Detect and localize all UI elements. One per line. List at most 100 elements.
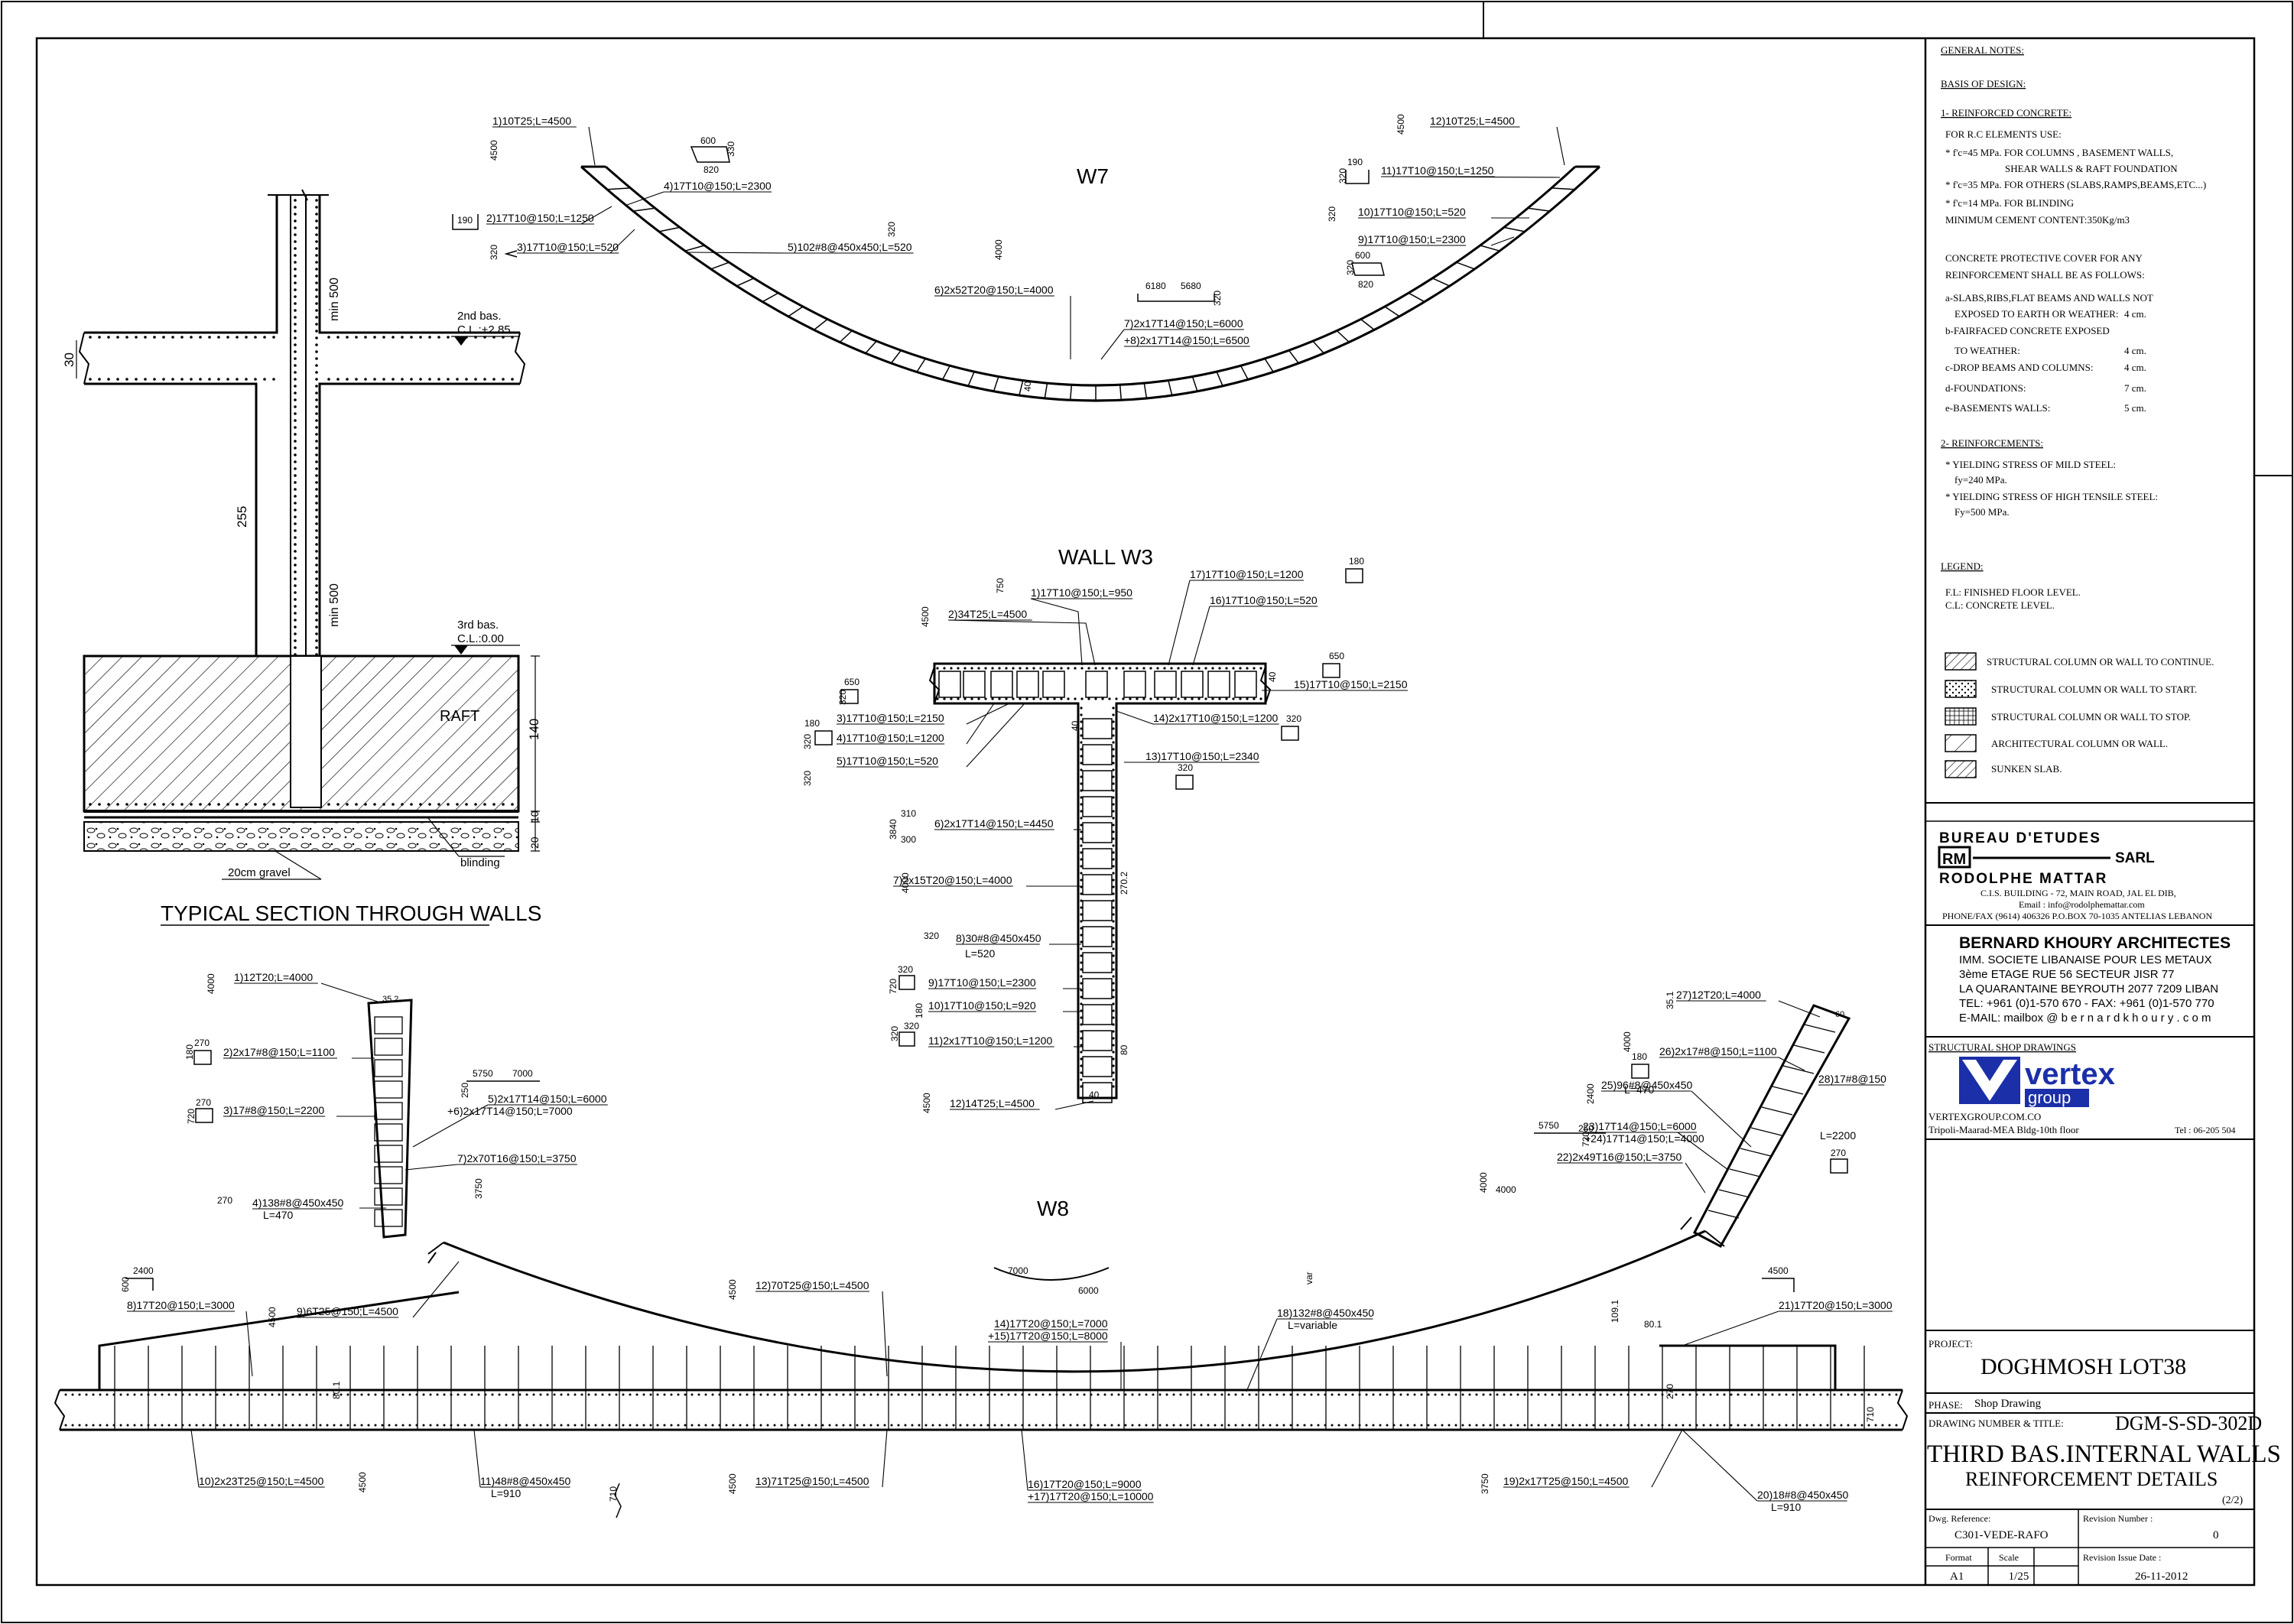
rebar-label: 16)17T10@150;L=520 bbox=[1210, 594, 1318, 606]
dim-label: 35.2 bbox=[382, 995, 398, 1004]
hatch-continue-swatch bbox=[1945, 652, 1977, 671]
vertex-address: Tripoli-Maarad-MEA Bldg-10th floor bbox=[1928, 1124, 2079, 1135]
dim-label: 180 bbox=[804, 718, 820, 729]
dim-label: 750 bbox=[995, 578, 1006, 593]
level-3rd-cl: C.L.:0.00 bbox=[457, 632, 504, 645]
dim-label: 320 bbox=[1212, 291, 1223, 306]
sarl-label: SARL bbox=[2115, 850, 2155, 866]
dim-label: 4000 bbox=[1622, 1031, 1633, 1052]
rebar-label: 7)2x70T16@150;L=3750 bbox=[457, 1152, 577, 1164]
dim-label: 40 bbox=[1089, 1090, 1100, 1100]
dim-label: var bbox=[1304, 1272, 1314, 1285]
vertex-website: VERTEXGROUP.COM.CO bbox=[1928, 1111, 2041, 1122]
rebar-label: +6)2x17T14@150;L=7000 bbox=[447, 1105, 573, 1117]
dim-10: 10 bbox=[528, 810, 541, 823]
rebar-label: L=910 bbox=[491, 1487, 522, 1499]
dim-label: 80.1 bbox=[1644, 1319, 1662, 1330]
dim-label: 80 bbox=[1119, 1044, 1129, 1055]
wall-w3: WALL W3 1)17T10@150;L=9502)34T25;L=45001… bbox=[802, 545, 1408, 1113]
rebar-label: +8)2x17T14@150;L=6500 bbox=[1124, 334, 1249, 346]
rebar-label: 22)2x49T16@150;L=3750 bbox=[1557, 1151, 1682, 1163]
rebar-label: 13)17T10@150;L=2340 bbox=[1145, 750, 1259, 762]
hatch-sunken-swatch bbox=[1945, 760, 1977, 778]
rebar-label: 19)2x17T25@150;L=4500 bbox=[1503, 1475, 1628, 1487]
w7-bar-labels: 1)10T25;L=45002)17T10@150;L=12503)17T10@… bbox=[452, 114, 1565, 391]
reinf-line: fy=240 MPa. bbox=[1954, 474, 2007, 486]
format-label: Format bbox=[1945, 1552, 1972, 1563]
vertex-tel: Tel : 06-205 504 bbox=[2175, 1125, 2235, 1135]
dim-label: 320 bbox=[489, 245, 499, 260]
dim-label: 250 bbox=[1578, 1123, 1594, 1134]
dim-label: 310 bbox=[901, 808, 916, 819]
dim-label: 720 bbox=[186, 1109, 197, 1124]
engineer-name: RODOLPHE MATTAR bbox=[1939, 871, 2107, 887]
rebar-label: 15)17T10@150;L=2150 bbox=[1294, 678, 1408, 690]
rc-line: * f'c=45 MPa. FOR COLUMNS , BASEMENT WAL… bbox=[1945, 147, 2173, 158]
reinf-line: * YIELDING STRESS OF HIGH TENSILE STEEL: bbox=[1945, 491, 2158, 502]
dim-label: 320 bbox=[837, 690, 848, 705]
revision-label: Revision Number : bbox=[2083, 1513, 2153, 1524]
cover-item: EXPOSED TO EARTH OR WEATHER: bbox=[1954, 308, 2118, 320]
dim-label: 320 bbox=[886, 222, 897, 237]
hatch-start-swatch bbox=[1945, 680, 1977, 698]
dim-label: 180 bbox=[1349, 556, 1364, 567]
legend-line: F.L: FINISHED FLOOR LEVEL. bbox=[1945, 586, 2081, 598]
engineer-email: Email : info@rodolphemattar.com bbox=[2019, 899, 2145, 910]
dim-label: 35.1 bbox=[1665, 991, 1675, 1009]
basis-heading: BASIS OF DESIGN: bbox=[1941, 78, 2026, 89]
dim-label: 650 bbox=[1329, 651, 1344, 661]
rebar-label: 2)17T10@150;L=1250 bbox=[486, 212, 594, 224]
architect-line: LA QUARANTAINE BEYROUTH 2077 7209 LIBAN bbox=[1959, 983, 2218, 996]
cover-value: 5 cm. bbox=[2124, 402, 2146, 414]
dim-label: 80.1 bbox=[331, 1381, 342, 1399]
rebar-label: 5)2x17T14@150;L=6000 bbox=[488, 1093, 607, 1105]
rc-line: MINIMUM CEMENT CONTENT:350Kg/m3 bbox=[1945, 214, 2130, 226]
rc-line: FOR R.C ELEMENTS USE: bbox=[1945, 128, 2062, 140]
dim-label: 4000 bbox=[993, 239, 1004, 260]
dim-label: 190 bbox=[457, 215, 473, 226]
dim-label: 180 bbox=[1632, 1051, 1647, 1062]
rebar-label: 11)17T10@150;L=1250 bbox=[1381, 164, 1494, 177]
rc-line: * f'c=14 MPa. FOR BLINDING bbox=[1945, 197, 2074, 209]
dim-label: 270 bbox=[194, 1038, 210, 1048]
dim-label: 7000 bbox=[512, 1068, 533, 1079]
rc-heading: 1- REINFORCED CONCRETE: bbox=[1941, 107, 2071, 119]
rebar-label: 3)17T10@150;L=2150 bbox=[837, 712, 944, 724]
sheet-count: (2/2) bbox=[2222, 1495, 2244, 1506]
dim-label: 320 bbox=[1345, 260, 1356, 275]
rebar-label: 3)17#8@150;L=2200 bbox=[223, 1104, 324, 1116]
architect-line: 3ème ETAGE RUE 56 SECTEUR JISR 77 bbox=[1959, 968, 2174, 981]
dim-label: 3750 bbox=[473, 1178, 484, 1199]
drawing-number: DGM-S-SD-302D bbox=[2115, 1412, 2262, 1434]
dim-label: 60 bbox=[1835, 1010, 1844, 1019]
w8-bar-labels: 1)12T20;L=40002)2x17#8@150;L=11003)17#8@… bbox=[120, 971, 1893, 1518]
dim-label: 600 bbox=[700, 135, 716, 146]
dim-label: 40 bbox=[1070, 720, 1080, 731]
rebar-label: +15)17T20@150;L=8000 bbox=[988, 1330, 1108, 1342]
dim-140: 140 bbox=[527, 719, 541, 740]
dim-label: 4500 bbox=[489, 140, 499, 161]
cover-value: 4 cm. bbox=[2124, 345, 2146, 356]
rebar-label: L=910 bbox=[1771, 1501, 1802, 1513]
dim-label: 320 bbox=[1178, 762, 1193, 773]
rebar-label: +24)17T14@150;L=4000 bbox=[1584, 1132, 1704, 1145]
rebar-label: 14)2x17T10@150;L=1200 bbox=[1153, 712, 1278, 724]
w8-stirrups bbox=[64, 1016, 1898, 1430]
dim-label: 5750 bbox=[1539, 1120, 1559, 1131]
rebar-label: 3)17T10@150;L=520 bbox=[517, 241, 619, 253]
drawing-title-2: REINFORCEMENT DETAILS bbox=[1965, 1468, 2218, 1490]
vertex-logo bbox=[1959, 1057, 2020, 1104]
dim-label: 330 bbox=[726, 141, 736, 157]
rebar-label: 12)14T25;L=4500 bbox=[950, 1097, 1035, 1109]
rebar-label: 5)102#8@450x450;L=520 bbox=[788, 241, 912, 253]
rebar-label: 5)17T10@150;L=520 bbox=[837, 755, 938, 767]
dim-label: 4500 bbox=[1768, 1265, 1789, 1276]
w8-title: W8 bbox=[1037, 1197, 1069, 1220]
rc-line: * f'c=35 MPa. FOR OTHERS (SLABS,RAMPS,BE… bbox=[1945, 179, 2206, 190]
rm-logo: RM bbox=[1938, 846, 1971, 869]
dim-label: 7000 bbox=[1008, 1265, 1028, 1276]
typical-section: RAFT blinding 20cm gravel 2nd bas. C.L.:… bbox=[62, 189, 541, 926]
rc-line: SHEAR WALLS & RAFT FOUNDATION bbox=[2005, 163, 2178, 174]
hatch-legend-label: STRUCTURAL COLUMN OR WALL TO STOP. bbox=[1991, 711, 2191, 723]
